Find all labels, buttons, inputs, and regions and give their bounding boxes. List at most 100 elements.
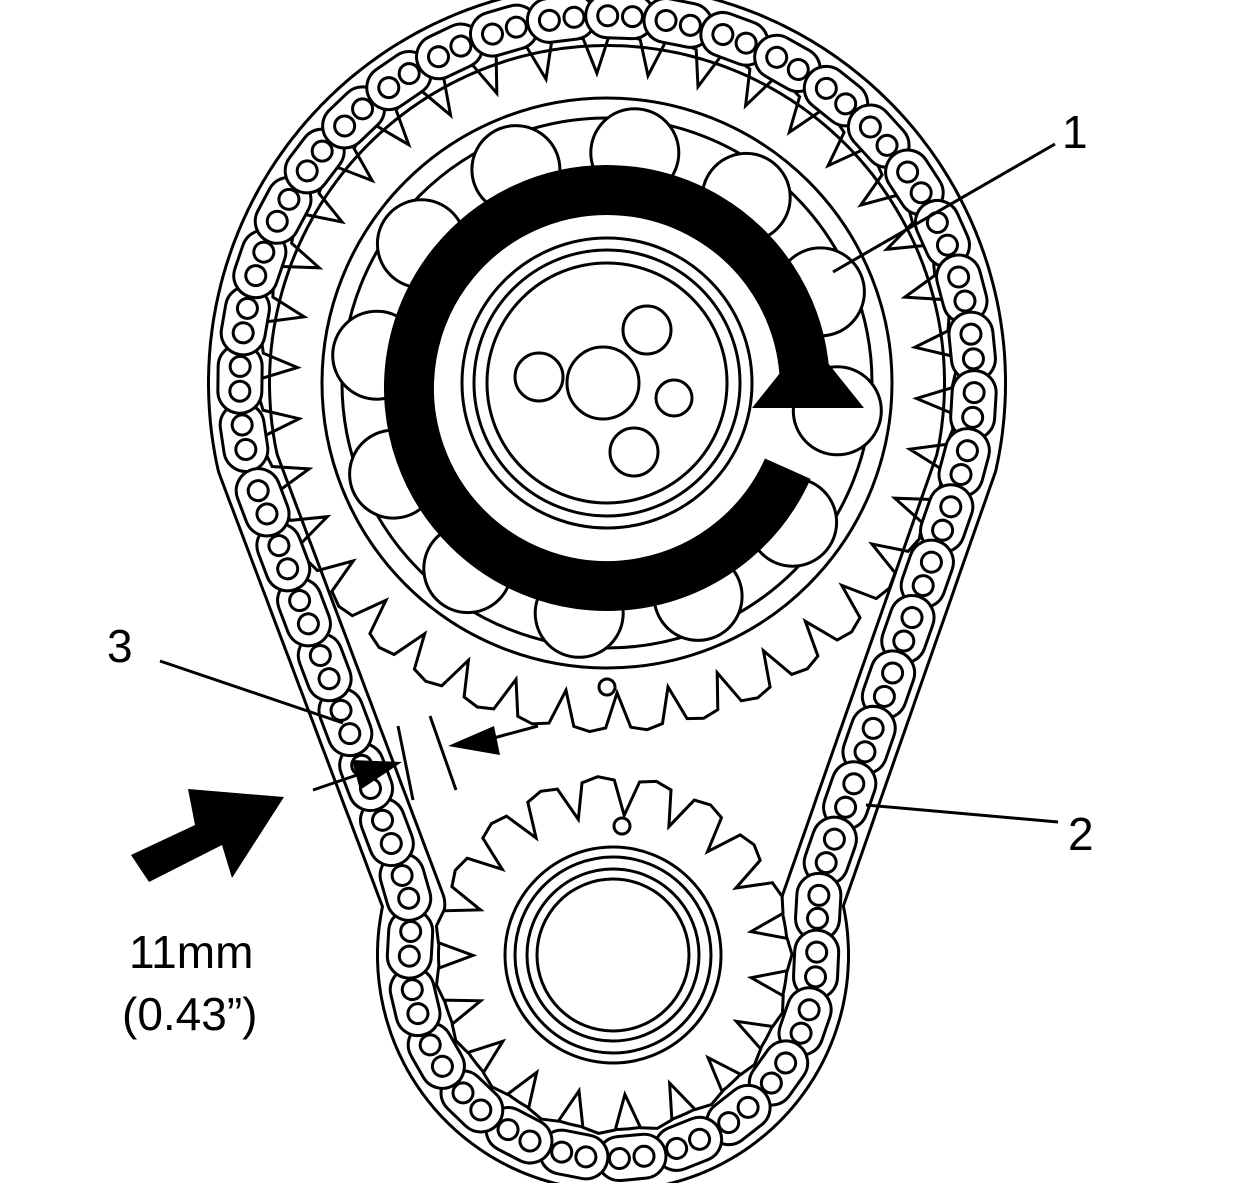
callout-1-leader (832, 142, 1056, 274)
chain-pin (228, 379, 252, 403)
chain-link (321, 85, 387, 150)
chain-pin (935, 233, 959, 257)
chain-pin (235, 296, 259, 320)
chain-pin (892, 629, 916, 653)
camshaft-center-bore (565, 345, 641, 421)
chain-pin (939, 495, 963, 519)
chain-link (822, 760, 878, 831)
chain-link (802, 64, 870, 128)
chain-pin (814, 851, 838, 875)
chain-pin (246, 479, 270, 503)
chain-link (283, 127, 346, 195)
chain-pin (632, 1144, 656, 1168)
chain-pin (481, 22, 505, 46)
camshaft-hub-middle (472, 248, 742, 518)
chain-link (484, 1106, 554, 1165)
chain-pin (665, 1136, 689, 1160)
chain-pin (931, 518, 955, 542)
crankshaft-bore (535, 877, 691, 1033)
chain-pin (400, 978, 424, 1002)
chain-pin (277, 187, 301, 211)
chain-pin (351, 97, 375, 121)
chain-pin (449, 34, 473, 58)
chain-pin (317, 667, 341, 691)
chain-pin (853, 740, 877, 764)
chain-link (276, 577, 332, 648)
chain-pin (329, 698, 353, 722)
chain-pin (255, 502, 279, 526)
chain-link (232, 228, 288, 300)
chain-pin (308, 643, 332, 667)
chain-pin (518, 1129, 542, 1153)
chain-link (385, 907, 435, 980)
chain-pin (806, 906, 830, 930)
callout-3-label: 3 (107, 620, 133, 672)
chain-pin (231, 321, 255, 345)
crankshaft-hub-ring-1 (513, 855, 713, 1055)
chain-pin (406, 1002, 430, 1026)
chain-pin (774, 1051, 798, 1075)
chain-pin (295, 159, 319, 183)
chain-pin (230, 413, 254, 437)
chain-pin (834, 92, 858, 116)
chain-link (538, 1128, 610, 1181)
chain-pin (881, 661, 905, 685)
slack-measurement-marks (312, 715, 539, 801)
chain-pin (574, 1145, 598, 1169)
chain-pin (717, 1111, 741, 1135)
chain-pin (276, 557, 300, 581)
chain-pin (861, 716, 885, 740)
chain-pin (379, 832, 403, 856)
chain-pin (430, 1054, 454, 1078)
chain-pin (397, 62, 421, 86)
chain-pin (961, 405, 985, 429)
chain-pin (338, 722, 362, 746)
camshaft-timing-mark (597, 677, 617, 697)
chain-pin (842, 772, 866, 796)
chain-pin (310, 139, 334, 163)
chain-pin (228, 354, 252, 378)
clockwise-rotation-arrow-icon (383, 165, 864, 611)
chain-pin (900, 606, 924, 630)
chain-link (777, 986, 833, 1057)
chain-link (747, 1039, 810, 1107)
chain-pin (807, 883, 831, 907)
chain-pin (234, 437, 258, 461)
crankshaft-hub-ring-2 (525, 867, 701, 1043)
chain-pin (377, 76, 401, 100)
measure-right-arrowhead (448, 726, 500, 755)
chain-pin (550, 1140, 574, 1164)
chain-pin (962, 381, 986, 405)
camshaft-bolt-hole-top (621, 304, 673, 356)
chain-link (296, 631, 353, 703)
chain-pin (252, 240, 276, 264)
chain-pin (607, 1147, 631, 1171)
chain-pin (678, 13, 702, 37)
chain-link (525, 0, 598, 44)
chain-pin (953, 289, 977, 313)
chain-pin (955, 439, 979, 463)
chain-link (216, 342, 264, 415)
chain-pin (789, 1021, 813, 1045)
chain-pin (786, 58, 810, 82)
chain-pin (734, 31, 758, 55)
chain-pin (267, 534, 291, 558)
chain-link (469, 3, 540, 58)
chain-pin (244, 264, 268, 288)
chain-link (802, 815, 858, 887)
camshaft-bolt-hole-bottom (608, 426, 660, 478)
chain-pin (919, 550, 943, 574)
chain-pin (949, 463, 973, 487)
callout-2-label: 2 (1068, 808, 1094, 860)
crankshaft-sprocket (434, 775, 794, 1135)
chain-pin (688, 1127, 712, 1151)
push-direction-arrow-icon (131, 789, 284, 882)
chain-pin (537, 8, 561, 32)
chain-pin (371, 808, 395, 832)
chain-pin (858, 115, 882, 139)
measurement-imperial-label: (0.43”) (122, 988, 257, 1040)
chain-link (255, 522, 312, 593)
chain-pin (909, 181, 933, 205)
